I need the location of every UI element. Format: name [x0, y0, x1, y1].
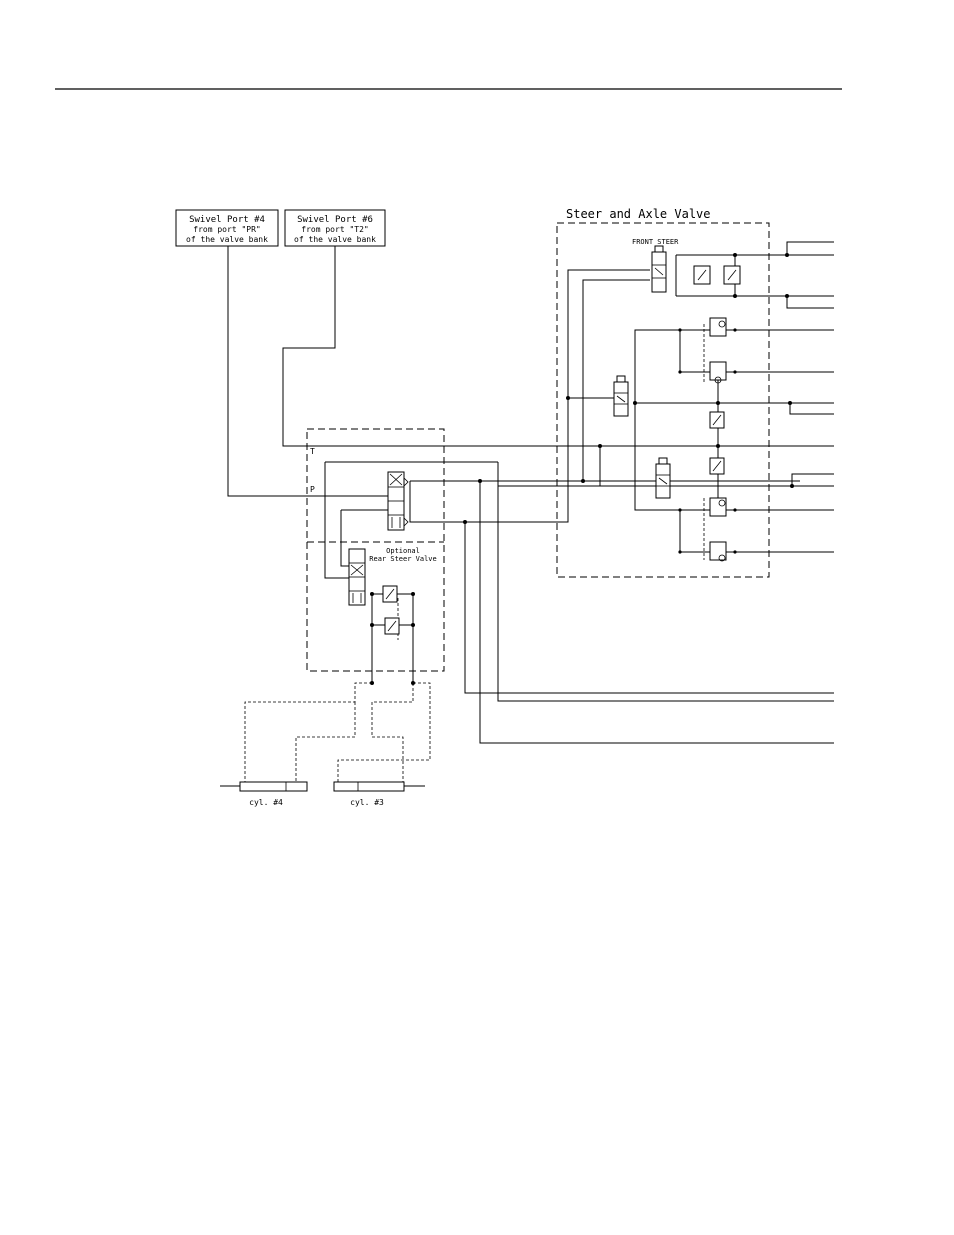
swivel-port-4-line3: of the valve bank: [186, 235, 268, 244]
swivel-port-4-box: Swivel Port #4 from port "PR" of the val…: [176, 210, 278, 246]
cylinder-3: cyl. #3: [334, 782, 425, 807]
front-steer-valve: [652, 246, 666, 292]
main-valve-enclosure: T P Optional Rear Steer Valve: [307, 429, 444, 671]
swivel-port-4-line2: from port "PR": [193, 225, 260, 234]
axle-valve-lower: [656, 458, 670, 498]
rear-steer-label-2: Rear Steer Valve: [369, 555, 436, 563]
swivel-port-6-line2: from port "T2": [301, 225, 368, 234]
cylinder-4: cyl. #4: [220, 782, 307, 807]
port-t-label: T: [310, 447, 315, 456]
swivel-port-6-line3: of the valve bank: [294, 235, 376, 244]
rear-steer-label-1: Optional: [386, 547, 420, 555]
hydraulic-lines: [228, 242, 834, 743]
port-p-label: P: [310, 485, 315, 494]
directional-valve-rear-steer: [349, 549, 365, 605]
cyl-3-label: cyl. #3: [350, 798, 384, 807]
swivel-port-4-line1: Swivel Port #4: [189, 215, 265, 225]
relief-valves: [383, 266, 740, 634]
junction-dots: [370, 253, 794, 685]
directional-valve-main: [388, 472, 408, 530]
axle-valve-upper: [614, 376, 628, 416]
front-steer-label: FRONT STEER: [632, 238, 679, 246]
swivel-port-6-line1: Swivel Port #6: [297, 215, 373, 225]
steer-axle-valve-label: Steer and Axle Valve: [566, 207, 711, 221]
swivel-port-6-box: Swivel Port #6 from port "T2" of the val…: [285, 210, 385, 246]
cyl-4-label: cyl. #4: [249, 798, 283, 807]
